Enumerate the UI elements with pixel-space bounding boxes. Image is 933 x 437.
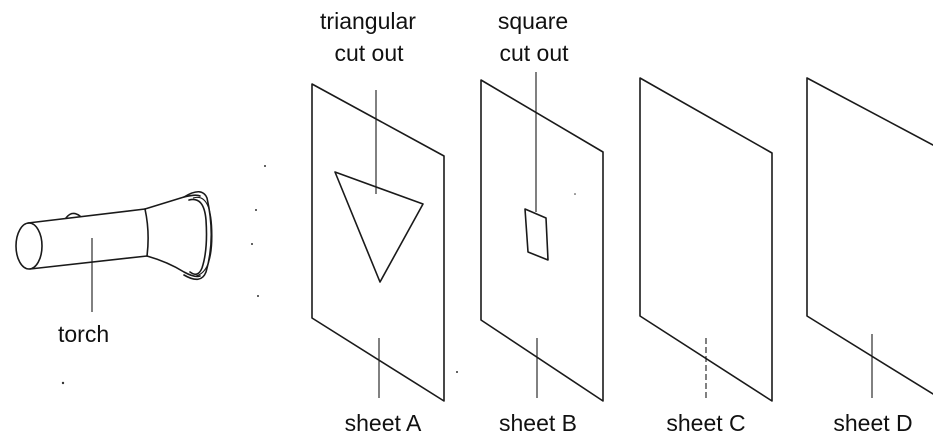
square-label-line1: square: [498, 8, 568, 34]
sheet-a: [311, 83, 445, 402]
square-cut-out: [524, 208, 549, 261]
square-label-line2: cut out: [499, 40, 569, 66]
triangular-label-line2: cut out: [334, 40, 404, 66]
triangular-label-line1: triangular: [320, 8, 416, 34]
triangular-cut-out: [334, 171, 424, 283]
sheet-a-label: sheet A: [345, 410, 422, 436]
sheet-d-label: sheet D: [833, 410, 912, 436]
torch-drawing: [15, 190, 213, 312]
sheet-c-label: sheet C: [666, 410, 745, 436]
sheet-b: [480, 72, 604, 402]
sheet-d: [806, 77, 933, 398]
torch-label: torch: [58, 321, 109, 347]
sheet-b-label: sheet B: [499, 410, 577, 436]
scan-specks: [61, 165, 576, 385]
sheet-c: [639, 77, 773, 402]
